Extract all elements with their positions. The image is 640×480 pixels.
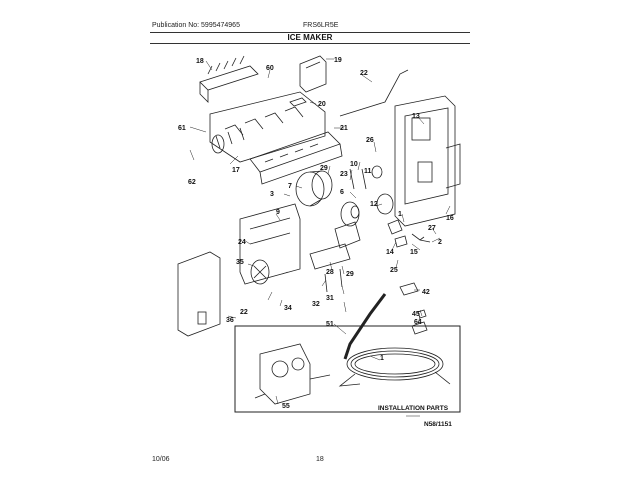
callout-21: 21 [340, 125, 348, 132]
leader-lines [189, 58, 451, 417]
motor [295, 170, 333, 207]
fill-tube-clamp [399, 282, 428, 335]
page-title: ICE MAKER [287, 33, 333, 42]
callout-29-lower: 29 [346, 271, 354, 278]
callout-60: 60 [266, 65, 274, 72]
water-fill-tube [343, 293, 387, 360]
callout-12: 12 [370, 201, 378, 208]
callout-28: 28 [326, 269, 334, 276]
rear-cover [177, 251, 221, 337]
callout-16: 16 [446, 215, 454, 222]
callout-13: 13 [412, 113, 420, 120]
callout-6: 6 [340, 189, 344, 196]
diagram-reference: N58/1151 [424, 421, 452, 428]
callout-45: 45 [412, 311, 420, 318]
callout-23: 23 [340, 171, 348, 178]
callout-36: 36 [226, 317, 234, 324]
control-housing [394, 95, 461, 227]
callout-9: 9 [276, 209, 280, 216]
header-rule [150, 32, 470, 33]
callout-62: 62 [188, 179, 196, 186]
gear-and-cam [334, 165, 394, 249]
callout-42: 42 [422, 289, 430, 296]
callout-20: 20 [318, 101, 326, 108]
installation-parts-label: INSTALLATION PARTS [378, 405, 449, 412]
thermostat-and-terminals [387, 219, 431, 248]
callout-22-lower: 22 [240, 309, 248, 316]
callout-51: 51 [326, 321, 334, 328]
callout-25: 25 [390, 267, 398, 274]
title-rule [150, 43, 470, 44]
mold-support [239, 203, 301, 285]
fill-cup [289, 97, 307, 107]
callout-14: 14 [386, 249, 394, 256]
publication-number: Publication No: 5995474965 [152, 22, 240, 29]
ice-mold-body [209, 91, 326, 163]
water-supply-hose [338, 347, 451, 387]
callout-17: 17 [232, 167, 240, 174]
callout-1-upper: 1 [398, 211, 402, 218]
ice-tray [249, 131, 343, 185]
callout-27: 27 [428, 225, 436, 232]
callout-15: 15 [410, 249, 418, 256]
callout-32: 32 [312, 301, 320, 308]
callout-3: 3 [270, 191, 274, 198]
model-number: FRS6LR5E [303, 22, 339, 29]
callout-22: 22 [360, 70, 368, 77]
shutoff-arm [309, 243, 351, 293]
callout-64: 64 [414, 319, 422, 326]
callout-7: 7 [288, 183, 292, 190]
callout-61: 61 [178, 125, 186, 132]
mounting-bracket [299, 55, 327, 93]
callout-29: 29 [320, 165, 328, 172]
ice-maker-exploded-diagram: 18 60 19 22 20 61 21 17 62 13 26 10 11 2… [177, 55, 461, 428]
callout-34: 34 [284, 305, 292, 312]
installation-parts-box [234, 325, 461, 413]
ejector-blade-assembly [199, 55, 259, 103]
callout-19: 19 [334, 57, 342, 64]
wire-harness [339, 69, 409, 117]
callout-31: 31 [326, 295, 334, 302]
callout-10: 10 [350, 161, 358, 168]
callout-35: 35 [236, 259, 244, 266]
footer-date: 10/06 [152, 456, 170, 463]
callout-18: 18 [196, 58, 204, 65]
callout-26: 26 [366, 137, 374, 144]
callout-1-lower: 1 [380, 355, 384, 362]
callout-2: 2 [438, 239, 442, 246]
callout-24: 24 [238, 239, 246, 246]
water-valve [254, 343, 331, 405]
page-number: 18 [316, 456, 324, 463]
callout-11: 11 [364, 168, 372, 175]
callout-55: 55 [282, 403, 290, 410]
